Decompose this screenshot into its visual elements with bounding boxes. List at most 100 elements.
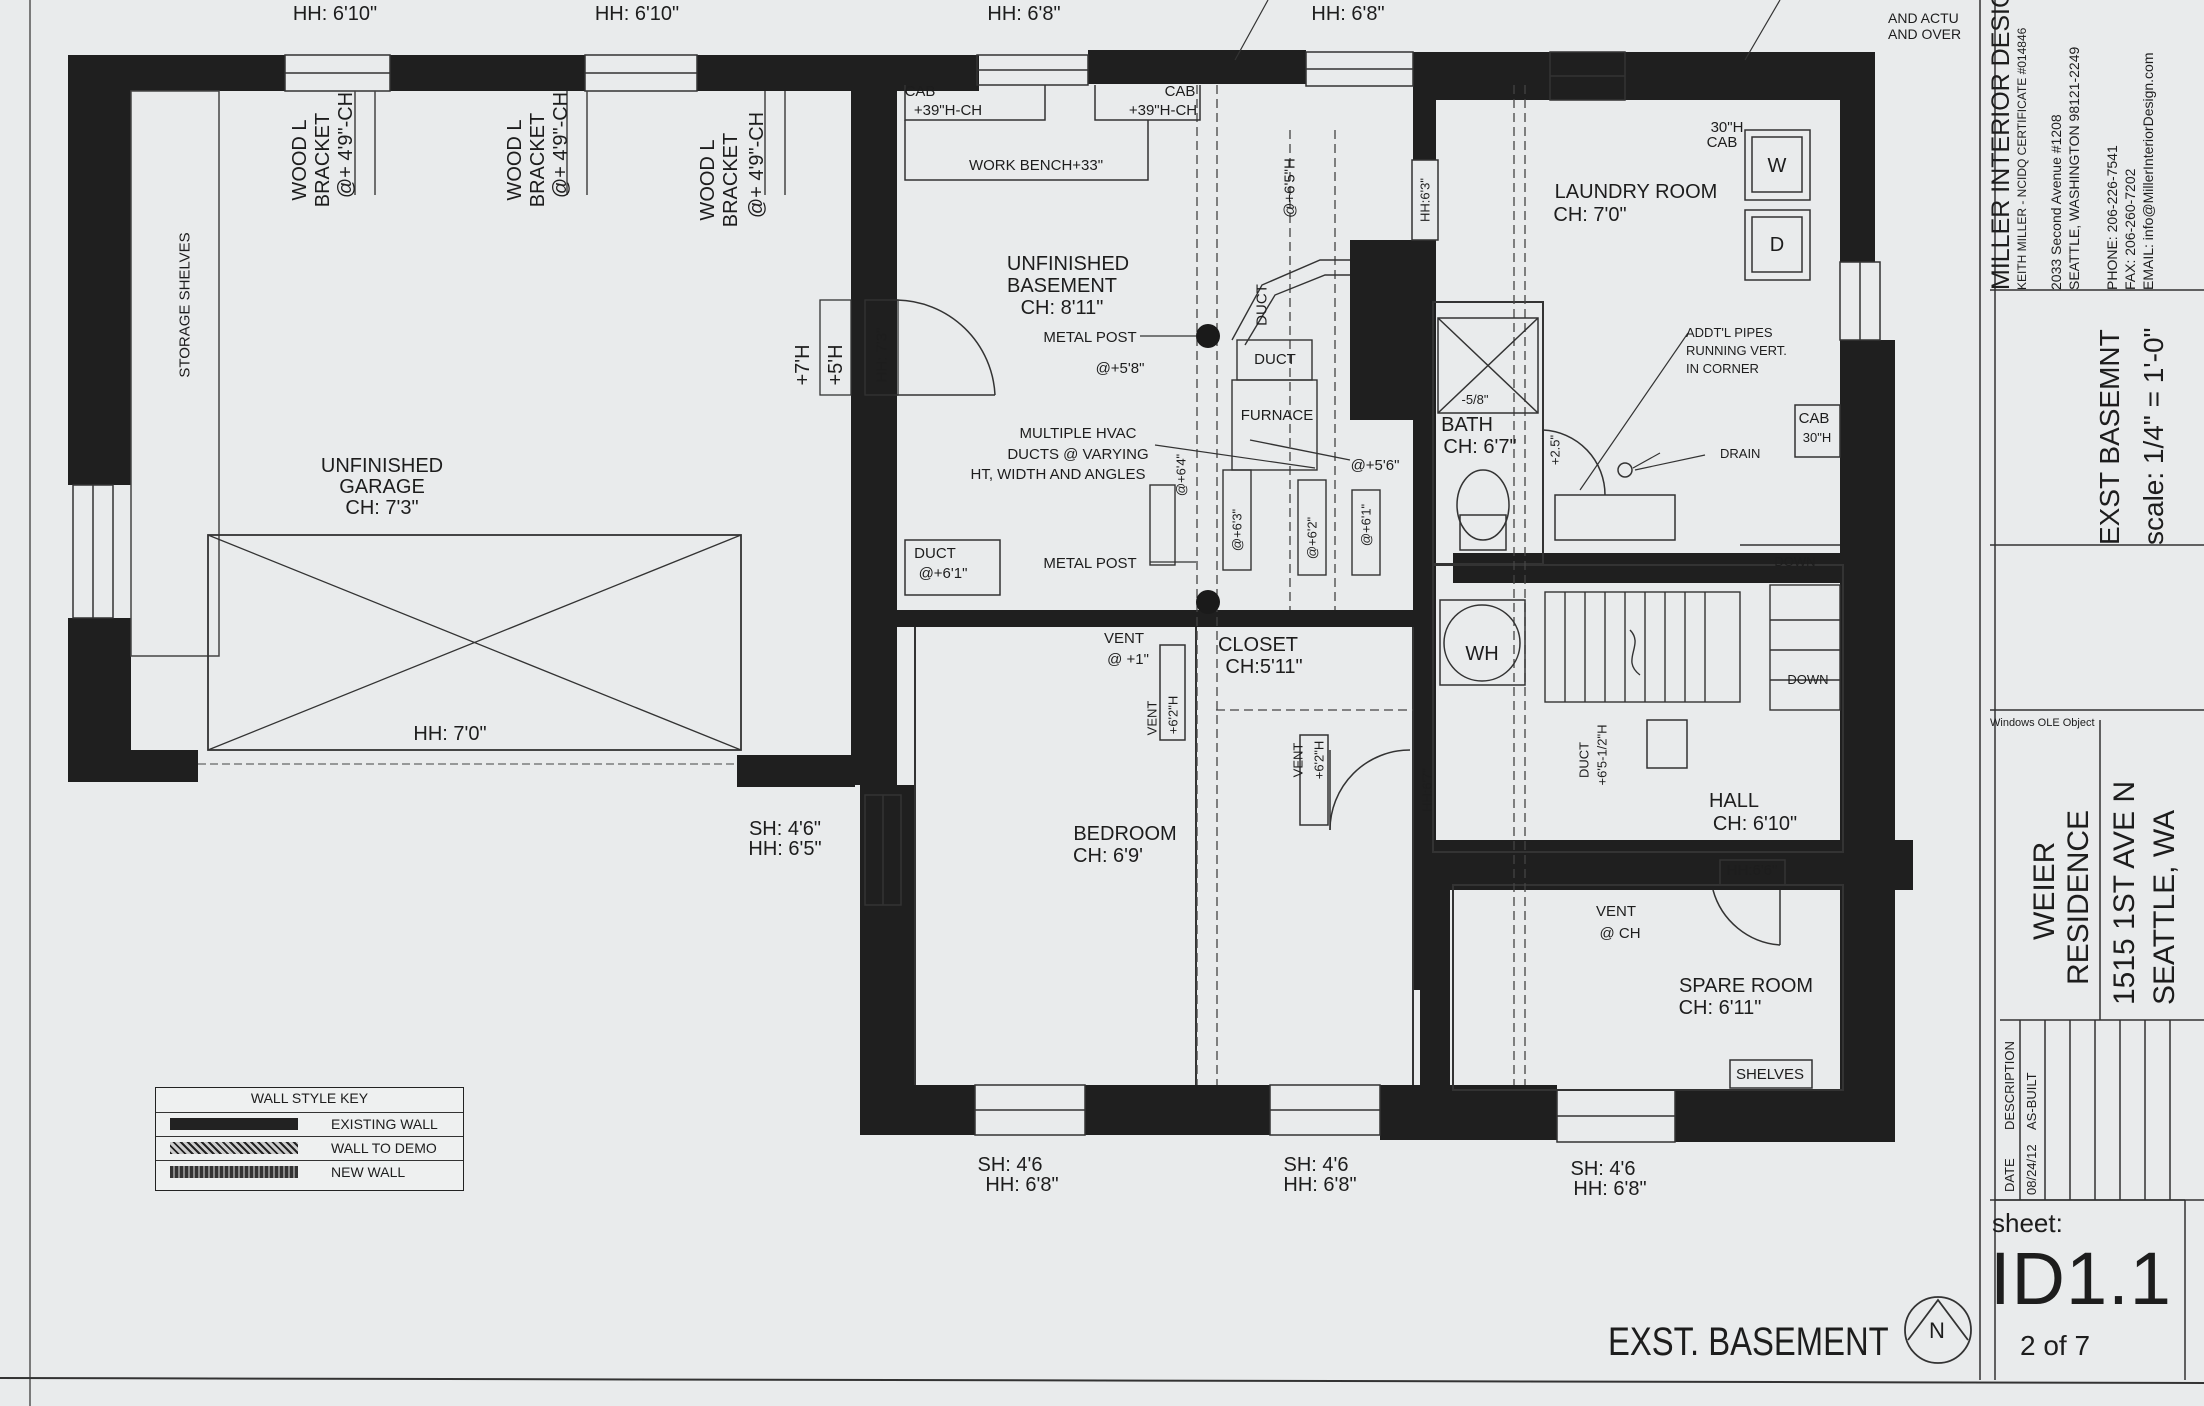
north-label: N bbox=[1929, 1318, 1945, 1343]
bracket-2-line1: WOOD L bbox=[504, 119, 526, 201]
ole-note: Windows OLE Object bbox=[1990, 717, 2095, 729]
garage-walls bbox=[68, 55, 979, 787]
vent-ch-height: @ CH bbox=[1599, 925, 1641, 942]
sheet-count: 2 of 7 bbox=[2020, 1330, 2091, 1361]
bottom-mark-3-sh: SH: 4'6 bbox=[1570, 1158, 1636, 1180]
storage-shelves bbox=[130, 90, 220, 657]
top-mark-2: HH: 6'10" bbox=[594, 3, 680, 25]
designer-address2: SEATTLE, WASHINGTON 98121-2249 bbox=[2066, 46, 2082, 290]
laundry-name: LAUNDRY ROOM bbox=[1554, 181, 1718, 203]
wall-key-demo: WALL TO DEMO bbox=[331, 1140, 437, 1156]
down-2: DOWN bbox=[1787, 672, 1829, 687]
workbench-label: WORK BENCH+33" bbox=[968, 157, 1104, 174]
storage-shelves-label: STORAGE SHELVES bbox=[176, 232, 194, 378]
vent3-height: +6'2"H bbox=[1311, 740, 1327, 780]
hvac-line3: HT, WIDTH AND ANGLES bbox=[970, 466, 1146, 483]
closet-ceiling: CH:5'11" bbox=[1225, 656, 1303, 678]
drawing-title: EXST BASEMNT bbox=[2094, 329, 2125, 545]
hh66-label: HH:6'6" bbox=[1726, 862, 1778, 879]
down-1: DOWN bbox=[1774, 554, 1816, 569]
duct-hall-label: DUCT bbox=[1576, 741, 1592, 779]
bracket-3-line3: @+ 4'9"-CH bbox=[746, 111, 768, 219]
designer-phone: PHONE: 206-226-7541 bbox=[2104, 145, 2120, 290]
cab30-label: CAB bbox=[1798, 410, 1830, 427]
shelves-label: SHELVES bbox=[1735, 1066, 1805, 1083]
cab2-label: CAB bbox=[1164, 83, 1196, 100]
bracket-3-line1: WOOD L bbox=[697, 139, 719, 221]
laundry-ceiling: CH: 7'0" bbox=[1553, 204, 1627, 226]
bath-ceiling: CH: 6'7" bbox=[1443, 436, 1517, 458]
garage-ceiling: CH: 7'3" bbox=[345, 497, 419, 519]
vent3-label: VENT bbox=[1290, 742, 1306, 778]
cab30-height: 30"H bbox=[1802, 430, 1832, 445]
wall-key-row-existing: EXISTING WALL bbox=[156, 1112, 463, 1135]
garage-name: UNFINISHED bbox=[320, 455, 444, 477]
at62-label: @+6'2" bbox=[1304, 516, 1320, 560]
laundry-cab-label: CAB bbox=[1706, 134, 1738, 151]
leader-lines bbox=[1140, 0, 1781, 563]
rev-date: 08/24/12 bbox=[2024, 1144, 2039, 1195]
corner-note-1: AND ACTU bbox=[1888, 10, 1959, 26]
metal-posts bbox=[1196, 324, 1220, 614]
rev-desc-header: DESCRIPTION bbox=[2002, 1041, 2017, 1130]
water-heater bbox=[1439, 599, 1526, 686]
water-heater-label: WH bbox=[1465, 643, 1499, 665]
at56-label: @+5'6" bbox=[1350, 457, 1400, 474]
wood-brackets bbox=[354, 91, 786, 195]
laundry-cab-height: 30"H bbox=[1710, 119, 1744, 136]
bracket-2-line2: BRACKET bbox=[527, 112, 549, 208]
title-block-frame bbox=[1979, 0, 2204, 1380]
corner-note-2: AND OVER bbox=[1888, 26, 1962, 42]
doors bbox=[1159, 644, 1813, 1089]
rev-desc: AS-BUILT bbox=[2024, 1072, 2039, 1130]
duct-hall-height: +6'5-1/2"H bbox=[1594, 724, 1610, 786]
pipes-line1: ADDT'L PIPES bbox=[1686, 325, 1773, 340]
stairs bbox=[1544, 584, 1841, 711]
cab1-label: CAB bbox=[904, 83, 936, 100]
hidden-beams bbox=[1196, 85, 1526, 1085]
hall-ceiling: CH: 6'10" bbox=[1712, 813, 1798, 835]
hh67-label: HH:6'7" bbox=[1419, 768, 1435, 812]
garage-door-hh: HH: 7'0" bbox=[413, 723, 487, 745]
garage-windows bbox=[72, 54, 698, 619]
opening-hh73: HH: 7'3" bbox=[873, 327, 891, 383]
at63-label: @+6'3" bbox=[1229, 508, 1245, 552]
project-name-2: RESIDENCE bbox=[2062, 809, 2095, 985]
duct-box-label: DUCT bbox=[914, 545, 956, 562]
duct-diagonal-label: DUCT bbox=[1253, 284, 1271, 326]
bottom-mark-2-sh: SH: 4'6 bbox=[1283, 1154, 1349, 1176]
metal-post-2-label: METAL POST bbox=[1043, 555, 1137, 572]
basement-ceiling: CH: 8'11" bbox=[1020, 297, 1104, 319]
wall-key-row-demo: WALL TO DEMO bbox=[156, 1136, 463, 1159]
basement-walls bbox=[860, 50, 1913, 1142]
cab1-height: +39"H-CH bbox=[913, 102, 983, 119]
basement-name: UNFINISHED bbox=[1006, 253, 1130, 275]
hvac-line2: DUCTS @ VARYING bbox=[1007, 446, 1149, 463]
opening-h5: +5'H bbox=[825, 344, 847, 386]
spare-ceiling: CH: 6'11" bbox=[1678, 997, 1762, 1019]
designer-fax: FAX: 206-260-7202 bbox=[2122, 168, 2138, 290]
bracket-1-line1: WOOD L bbox=[289, 119, 311, 201]
at65-label: @+6'5"H bbox=[1281, 158, 1299, 218]
at61-label: @+6'1" bbox=[1358, 503, 1374, 547]
vent1-height: @ +1" bbox=[1107, 651, 1149, 668]
wall-key-existing: EXISTING WALL bbox=[331, 1116, 438, 1132]
duct-label: DUCT bbox=[1254, 351, 1296, 368]
designer-name: MILLER INTERIOR DESIGN bbox=[1987, 0, 2015, 290]
drawing-scale: scale: 1/4" = 1'-0" bbox=[2138, 327, 2169, 545]
bracket-1-line3: @+ 4'9"-CH bbox=[335, 91, 357, 199]
top-mark-3: HH: 6'8" bbox=[987, 3, 1061, 25]
bath-25: +2.5" bbox=[1547, 434, 1563, 466]
wall-key-new: NEW WALL bbox=[331, 1164, 406, 1180]
wall-key-title: WALL STYLE KEY bbox=[250, 1090, 369, 1106]
cabinets bbox=[904, 85, 1201, 596]
project-address-2: SEATTLE, WA bbox=[2148, 809, 2181, 1005]
drain-label: DRAIN bbox=[1720, 446, 1761, 461]
opening-h7: +7'H bbox=[792, 344, 814, 386]
basement-windows bbox=[864, 51, 1881, 1143]
sheet-number: ID1.1 bbox=[1990, 1237, 2172, 1320]
bottom-mark-3-hh: HH: 6'8" bbox=[1573, 1178, 1647, 1200]
bottom-mark-1-hh: HH: 6'8" bbox=[985, 1174, 1059, 1196]
hh63-label: HH:6'3" bbox=[1417, 178, 1433, 222]
